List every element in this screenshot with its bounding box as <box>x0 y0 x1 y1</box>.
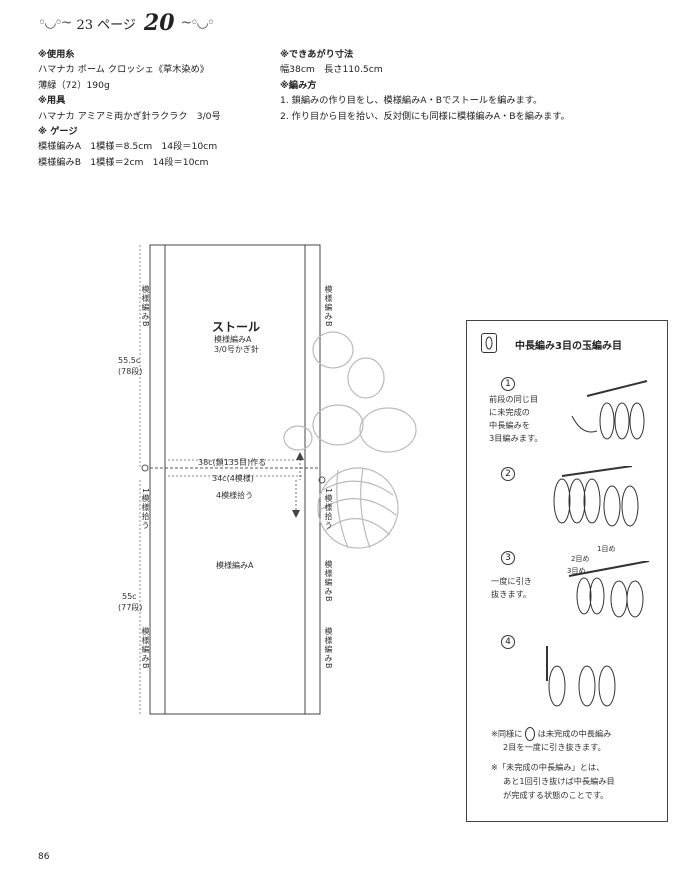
pickup-marker-right <box>318 476 326 484</box>
page-header: ◦◡◦~ 23 ページ 20 ~◦◡◦ <box>38 10 215 36</box>
pattern-number: 20 <box>143 10 175 36</box>
bottom-length: 55c <box>122 592 137 601</box>
unfinished-stitch-symbol-icon <box>525 727 536 741</box>
yarn-line-1: ハマナカ ボーム クロッシェ《草木染め》 <box>38 64 209 76</box>
top-side-label-left: 模様編みB <box>141 285 150 328</box>
stole-title: ストール <box>212 320 261 334</box>
up-arrowhead <box>296 452 304 460</box>
cactus-pad <box>312 404 364 446</box>
cactus-pad <box>312 331 354 369</box>
bottom-side-label-right-lower: 模様編みB <box>324 627 333 670</box>
pick-left-label: 1模様拾う <box>141 488 150 531</box>
gauge-heading: ※ ゲージ <box>38 126 78 138</box>
flourish-left: ◦◡◦~ <box>38 15 72 31</box>
top-length: 55.5c <box>118 356 141 365</box>
gauge-line-1: 模様編みA 1模様＝8.5cm 14段＝10cm <box>38 141 218 153</box>
step-1-text: 前段の同じ目 に未完成の 中長編みを 3目編みます。 <box>489 394 543 443</box>
step-1-number: 1 <box>501 377 515 391</box>
down-arrowhead <box>292 510 300 518</box>
note-2-line-2: あと1回引き抜けば中長編み目 <box>503 776 615 786</box>
top-side-label-right: 模様編みB <box>324 285 333 328</box>
step-4-illustration <box>546 646 616 707</box>
yarn-ball-wrap <box>319 498 397 516</box>
stitch-box-title: 中長編み3目の玉編み目 <box>515 341 622 352</box>
cactus-pad <box>347 357 385 399</box>
page-reference: 23 ページ <box>76 17 136 33</box>
step-3-label-2: 2目め <box>571 555 590 563</box>
stole-schematic <box>139 244 326 715</box>
size-heading: ※できあがり寸法 <box>280 49 354 60</box>
top-rows: (78段) <box>118 367 143 376</box>
method-step-2: 2. 作り目から目を拾い、反対側にも同様に模様編みA・Bを編みます。 <box>280 110 570 122</box>
step-3-label-1: 1目め <box>597 545 616 553</box>
tools-line: ハマナカ アミアミ両かぎ針ラクラク 3/0号 <box>38 110 221 122</box>
note-1-line-1: ※同様に は未完成の中長編み <box>491 727 611 741</box>
step-3-text: 一度に引き 抜きます。 <box>491 576 532 599</box>
chain-start-marker <box>141 464 149 472</box>
step-3-illustration <box>568 561 650 618</box>
note-2-line-1: ※「未完成の中長編み」とは、 <box>491 762 605 772</box>
step-1-illustration <box>571 380 648 440</box>
flourish-right: ~◦◡◦ <box>180 15 215 31</box>
tools-heading: ※用具 <box>38 95 66 107</box>
step-3-number: 3 <box>501 551 515 565</box>
bottom-side-label-right-upper: 模様編みB <box>324 560 333 603</box>
method-heading: ※編み方 <box>280 79 317 91</box>
method-step-1: 1. 鎖編みの作り目をし、模様編みA・Bでストールを編みます。 <box>280 95 543 107</box>
note-1-line-2: 2目を一度に引き抜きます。 <box>503 742 606 752</box>
stole-sub-pattern: 模様編みA <box>214 335 252 344</box>
page-number: 86 <box>38 852 50 862</box>
yarn-ball-wrap <box>360 467 371 549</box>
step-2-illustration <box>553 466 639 527</box>
bottom-side-label-left: 模様編みB <box>141 627 150 670</box>
method-block: ※できあがり寸法 幅38cm 長さ110.5cm ※編み方 1. 鎖編みの作り目… <box>280 47 570 124</box>
width-inner-label: 34c(4模様) <box>212 474 254 483</box>
yarn-ball <box>317 467 399 549</box>
note-2-line-3: が完成する状態のことです。 <box>503 790 609 800</box>
step-2-number: 2 <box>501 467 515 481</box>
yarn-line-2: 薄緑（72）190g <box>38 79 110 91</box>
yarn-ball-wrap <box>336 469 349 549</box>
cactus-pad <box>283 425 313 451</box>
size-line: 幅38cm 長さ110.5cm <box>280 64 383 76</box>
puff-stitch-symbol-icon <box>481 333 497 353</box>
pick-up-label: 4模様拾う <box>216 491 254 500</box>
bottom-pattern-label: 模様編みA <box>216 561 254 570</box>
yarn-ball-wrap <box>322 480 394 496</box>
stole-outline <box>149 244 321 715</box>
stole-sub-hook: 3/0号かぎ針 <box>214 345 259 354</box>
cactus-watermark <box>283 331 417 549</box>
width-chain-label: 38c(鎖135目)作る <box>198 458 267 467</box>
step-3-label-3: 3目め <box>567 567 586 575</box>
pick-right-label: 1模様拾う <box>324 488 333 531</box>
step-4-number: 4 <box>501 635 515 649</box>
yarn-ball-wrap <box>325 518 391 536</box>
stitch-explanation-box: 中長編み3目の玉編み目 1 前段の同じ目 に未完成の 中長編みを 3目編みます。… <box>466 320 668 822</box>
gauge-line-2: 模様編みB 1模様＝2cm 14段＝10cm <box>38 156 209 168</box>
bottom-rows: (77段) <box>118 603 143 612</box>
yarn-heading: ※使用糸 <box>38 49 75 60</box>
cactus-pad <box>359 407 417 453</box>
materials-block: ※使用糸 ハマナカ ボーム クロッシェ《草木染め》 薄緑（72）190g ※用具… <box>38 47 221 170</box>
